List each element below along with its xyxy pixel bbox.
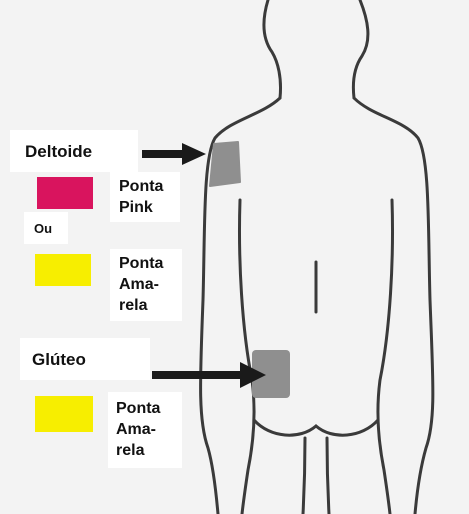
yellow-label-deltoid-line2: Ama- xyxy=(119,274,163,295)
deltoid-arrow xyxy=(142,143,206,165)
pink-tip-label-line2: Pink xyxy=(119,197,163,218)
yellow-tip-label-gluteal: Ponta Ama- rela xyxy=(116,398,160,461)
torso-line-right xyxy=(378,200,393,514)
pink-tip-swatch xyxy=(37,177,93,209)
gluteal-outline xyxy=(254,420,378,514)
yellow-tip-label-deltoid: Ponta Ama- rela xyxy=(119,253,163,316)
body-outline xyxy=(264,0,368,98)
yellow-label-deltoid-line1: Ponta xyxy=(119,253,163,274)
pink-tip-label-line1: Ponta xyxy=(119,176,163,197)
deltoid-label: Deltoide xyxy=(25,142,92,162)
yellow-label-gluteal-line2: Ama- xyxy=(116,419,160,440)
or-label: Ou xyxy=(34,221,52,236)
torso-line-left xyxy=(240,200,255,514)
gluteal-label: Glúteo xyxy=(32,350,86,370)
yellow-label-gluteal-line3: rela xyxy=(116,440,160,461)
body-outline-right xyxy=(354,98,433,514)
yellow-tip-swatch-gluteal xyxy=(35,396,93,432)
yellow-label-deltoid-line3: rela xyxy=(119,295,163,316)
yellow-label-gluteal-line1: Ponta xyxy=(116,398,160,419)
yellow-tip-swatch-deltoid xyxy=(35,254,91,286)
pink-tip-label: Ponta Pink xyxy=(119,176,163,218)
deltoid-site-marker xyxy=(210,142,240,186)
